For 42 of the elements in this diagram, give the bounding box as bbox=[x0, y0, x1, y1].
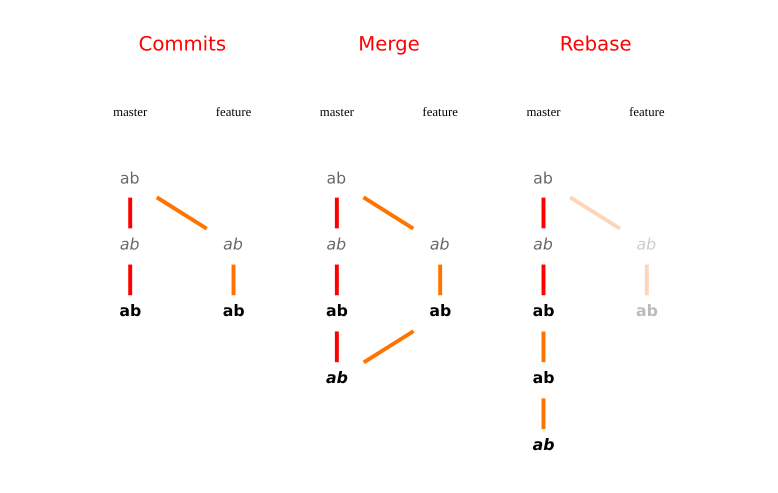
label: Merge bbox=[358, 32, 420, 56]
node-text: ab bbox=[326, 168, 346, 188]
connector bbox=[231, 264, 235, 296]
label: master bbox=[319, 105, 354, 120]
connector bbox=[644, 264, 648, 296]
connector bbox=[541, 264, 545, 296]
node-text: ab bbox=[428, 301, 451, 320]
node-text: ab bbox=[326, 301, 348, 320]
connector bbox=[541, 198, 545, 228]
node-text: ab bbox=[532, 435, 554, 454]
connector bbox=[438, 264, 442, 296]
node-text: ab bbox=[118, 301, 141, 320]
node-text: ab bbox=[222, 301, 244, 320]
connector bbox=[362, 196, 414, 230]
label: Rebase bbox=[559, 32, 632, 56]
connector bbox=[362, 329, 414, 364]
node-text: ab bbox=[429, 234, 449, 254]
node-text: ab bbox=[532, 301, 554, 320]
node-text: ab bbox=[119, 234, 140, 254]
label: Commits bbox=[138, 32, 226, 56]
label: master bbox=[526, 105, 560, 120]
label: master bbox=[112, 105, 147, 120]
node-text: ab bbox=[119, 168, 140, 188]
connector bbox=[334, 264, 338, 296]
connector bbox=[334, 198, 338, 228]
connector bbox=[155, 196, 208, 230]
node-text: ab bbox=[532, 368, 554, 388]
node-text: ab bbox=[326, 234, 346, 254]
node-text: ab bbox=[532, 234, 552, 254]
node-text: ab bbox=[326, 368, 348, 388]
connector bbox=[568, 196, 620, 230]
connector bbox=[334, 331, 338, 362]
connector bbox=[541, 398, 545, 430]
node-text: ab bbox=[222, 234, 242, 254]
node-text: ab bbox=[636, 301, 658, 320]
connector bbox=[128, 264, 132, 296]
label: feature bbox=[422, 105, 458, 120]
label: feature bbox=[628, 105, 664, 120]
node-text: ab bbox=[532, 168, 552, 188]
label: feature bbox=[215, 105, 251, 120]
connector bbox=[128, 198, 132, 228]
connector bbox=[541, 331, 545, 362]
